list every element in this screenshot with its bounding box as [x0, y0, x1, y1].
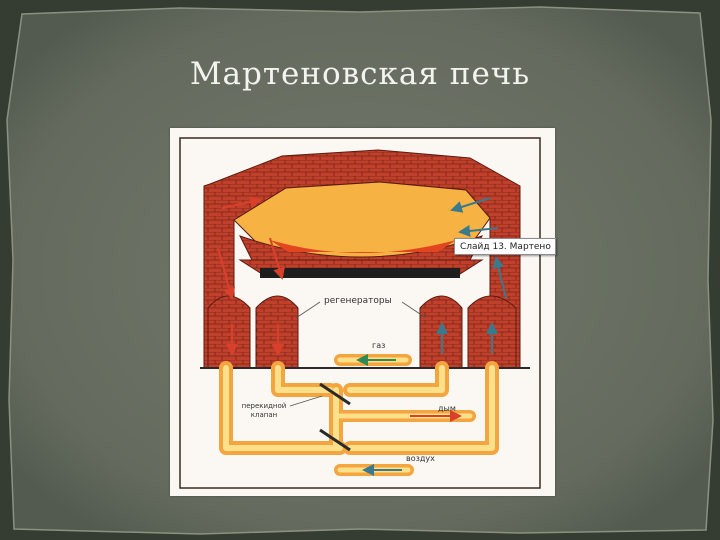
label-air: воздух — [406, 454, 435, 463]
open-hearth-furnace-diagram: регенераторы газ перекидной клапан дым в… — [170, 128, 555, 496]
slide-tooltip: Слайд 13. Мартено — [454, 238, 556, 255]
slide-title: Мартеновская печь — [189, 56, 531, 92]
hearth-slab — [260, 268, 460, 278]
label-smoke: дым — [438, 404, 456, 413]
arrow-icon — [217, 196, 507, 476]
label-gas: газ — [372, 341, 386, 350]
reversing-valve — [319, 382, 351, 452]
label-leaders — [289, 301, 427, 407]
label-reversing-valve: перекидной клапан — [241, 402, 287, 419]
furnace-drawing — [179, 137, 541, 489]
diagram-frame — [179, 137, 541, 489]
label-regenerators: регенераторы — [324, 296, 392, 306]
